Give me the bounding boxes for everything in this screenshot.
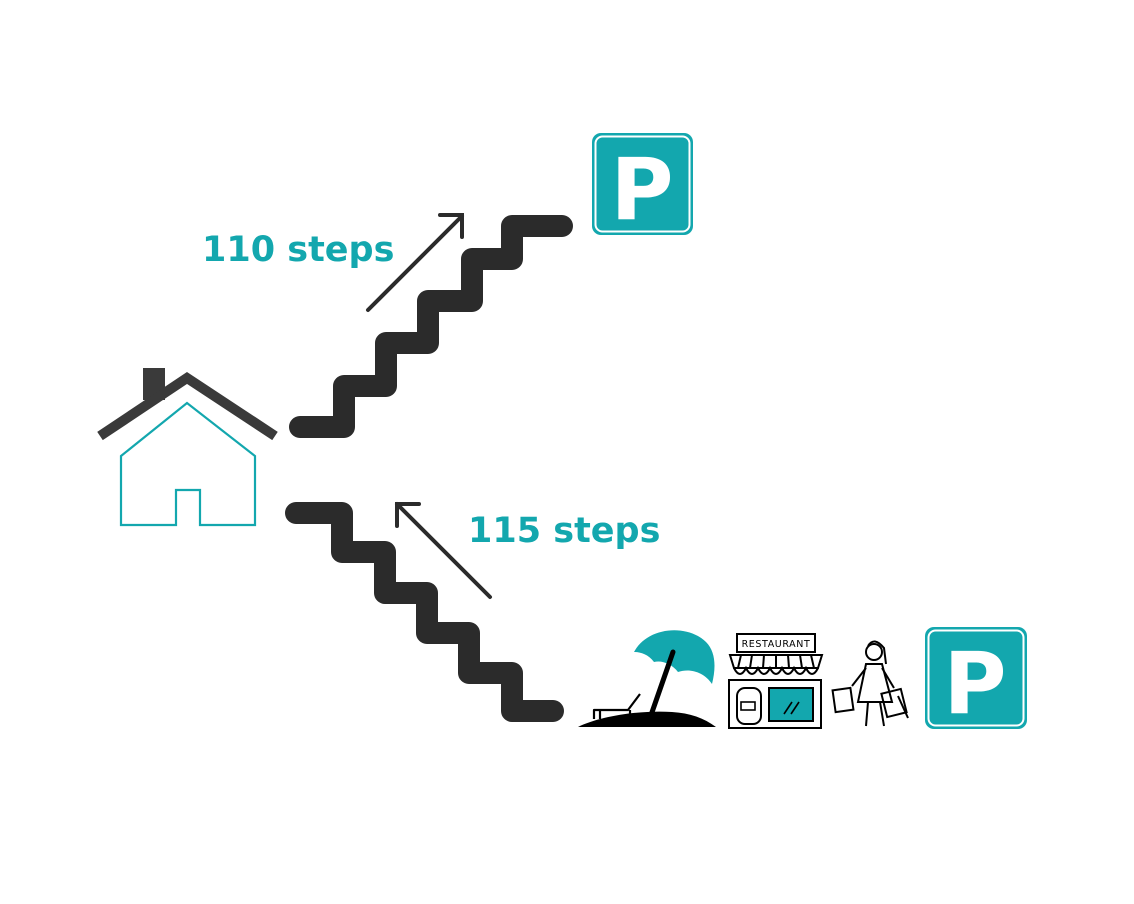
shopping-woman-icon — [831, 640, 909, 727]
steps-label-upper: 110 steps — [202, 230, 395, 270]
parking-letter-top: P — [610, 140, 673, 240]
parking-letter-bottom: P — [943, 634, 1006, 734]
stairs-up — [289, 215, 573, 438]
house-icon — [97, 368, 278, 527]
steps-label-lower: 115 steps — [468, 511, 661, 551]
restaurant-sign: RESTAURANT — [742, 639, 811, 650]
parking-sign-top: P — [592, 133, 693, 240]
house-roof — [97, 372, 278, 441]
beach-umbrella-icon — [578, 630, 716, 727]
arrow-up-left-icon — [395, 502, 492, 599]
house-walls — [119, 401, 257, 527]
stairs-down — [285, 502, 564, 722]
parking-sign-bottom: P — [925, 627, 1027, 734]
restaurant-icon: RESTAURANT — [728, 633, 824, 729]
arrow-up-right-icon — [366, 213, 464, 312]
